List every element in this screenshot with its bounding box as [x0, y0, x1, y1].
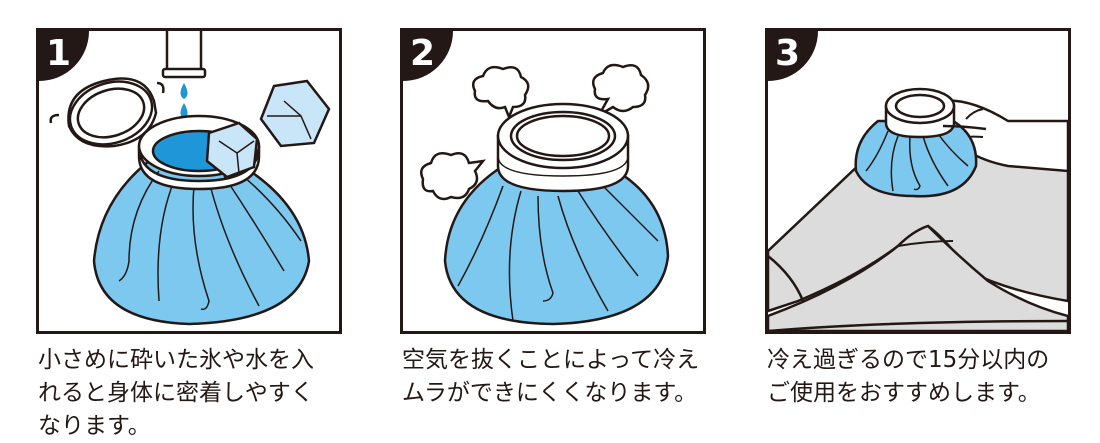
step-number: 2	[410, 33, 436, 74]
caption-line: 冷え過ぎるので15分以内の	[767, 347, 1050, 373]
ice-bag-on-knee-illustration	[768, 87, 1068, 331]
step-1-caption: 小さめに砕いた氷や水を入 れると身体に密着しやすく なります。	[38, 344, 368, 443]
step-3-illustration-panel: 3	[765, 28, 1071, 334]
ice-cubes-icon	[205, 79, 331, 179]
caption-line: 小さめに砕いた氷や水を入	[38, 347, 314, 373]
air-puff-icon	[420, 63, 650, 201]
caption-line: ご使用をおすすめします。	[767, 380, 1041, 406]
step-1-illustration-panel: 1	[36, 28, 342, 334]
step-number: 1	[46, 33, 72, 74]
faucet-icon	[161, 31, 207, 79]
step-2-caption: 空気を抜くことによって冷え ムラができにくくなります。	[402, 344, 732, 410]
caption-line: なります。	[38, 413, 151, 439]
water-drops-icon	[180, 83, 188, 119]
cap-icon	[49, 77, 165, 148]
bag-body	[443, 164, 670, 326]
step-3-caption: 冷え過ぎるので15分以内の ご使用をおすすめします。	[767, 344, 1097, 410]
caption-line: ムラができにくくなります。	[402, 380, 698, 406]
caption-line: れると身体に密着しやすく	[38, 380, 314, 406]
ice-bag-filling-illustration	[49, 31, 331, 326]
step-2-illustration-panel: 2	[400, 28, 706, 334]
bag-body	[92, 159, 311, 326]
step-number-badge: 1	[39, 31, 89, 81]
step-number: 3	[775, 33, 801, 74]
step-2: 2	[0, 0, 706, 441]
step-3: 3	[0, 0, 1071, 441]
ice-bag-air-release-illustration	[420, 63, 670, 326]
bag-body	[854, 119, 978, 198]
caption-line: 空気を抜くことによって冷え	[402, 347, 700, 373]
step-1: 1	[0, 0, 342, 441]
